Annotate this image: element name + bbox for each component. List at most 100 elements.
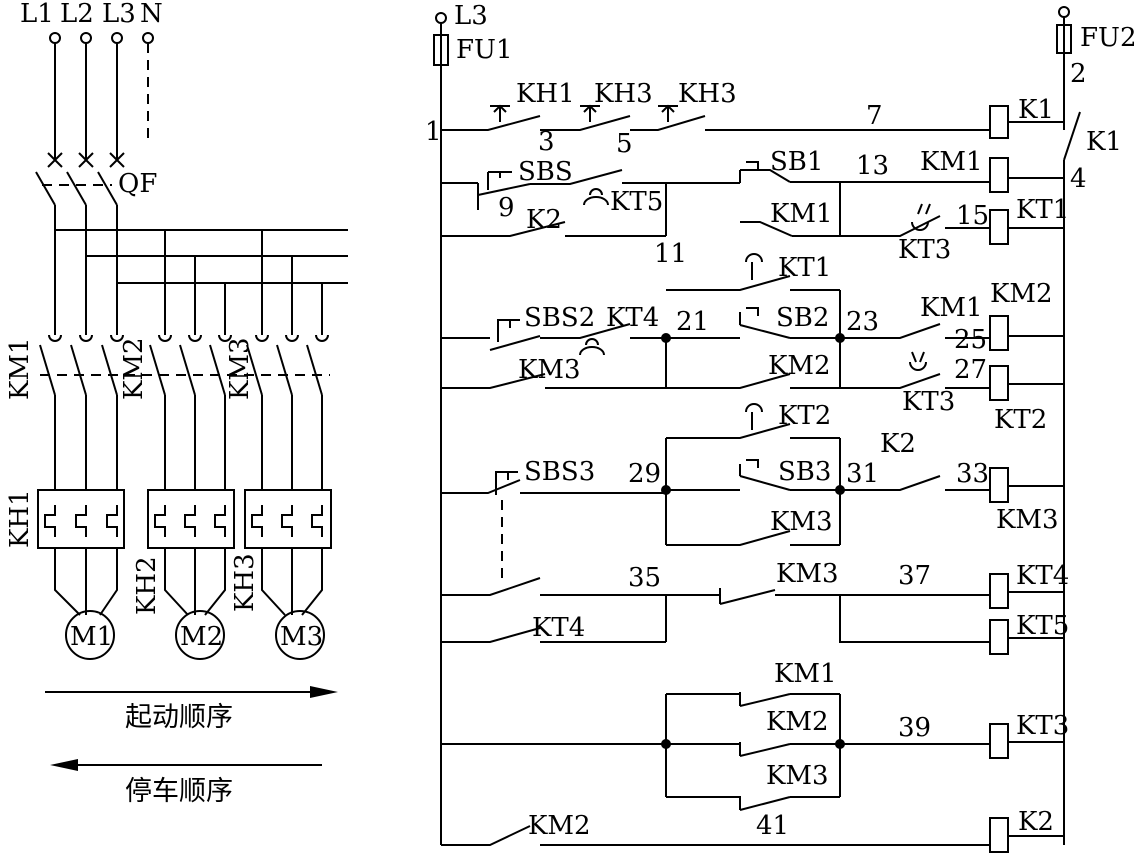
sb1-label: SB1 <box>770 147 823 177</box>
kh1-label: KH1 <box>5 489 35 548</box>
motor-m3: M3 <box>275 610 325 660</box>
rung-5: 35 KM3 37 KT4 KT4 KT5 <box>441 559 1069 655</box>
node-35: 35 <box>628 563 661 593</box>
km2-coil-label: KM2 <box>990 279 1053 309</box>
rung-2: SBS 9 K2 KT5 11 SB1 13 KM1 KM1 KT3 15 KT… <box>441 147 1069 269</box>
node-29: 29 <box>628 459 661 489</box>
phase-label-l1: L1 <box>20 0 54 29</box>
node-15: 15 <box>956 201 989 231</box>
sb3-label: SB3 <box>778 457 831 487</box>
motor-m2: M2 <box>175 610 225 660</box>
node-9: 9 <box>498 193 515 223</box>
kt1-coil-label: KT1 <box>1016 195 1069 225</box>
motor-m1: M1 <box>65 610 115 660</box>
km1-aux-label-c: KM1 <box>774 659 837 689</box>
node-39: 39 <box>898 713 931 743</box>
control-circuit: L3 FU1 FU2 1 2 K1 4 KH1 KH3 KH3 3 <box>425 1 1136 853</box>
km2-main-contacts: KM2 <box>119 334 232 400</box>
kh3-overload: KH3 <box>230 489 332 612</box>
rung-6: KM1 KM2 KM3 39 KT3 41 <box>441 659 1069 841</box>
km2-aux-label-c: KM2 <box>528 811 591 841</box>
km2-aux-label-b: KM2 <box>766 707 829 737</box>
coil-kt3 <box>989 723 1009 759</box>
kt4-coil-label: KT4 <box>1016 561 1069 591</box>
node-13: 13 <box>856 151 889 181</box>
node-7: 7 <box>866 101 883 131</box>
kt1-contact-label: KT1 <box>778 253 831 283</box>
k2-coil-label: K2 <box>1018 807 1054 837</box>
node-23: 23 <box>846 307 879 337</box>
km3-main-contacts: KM3 <box>225 334 329 400</box>
k1-rail-label: K1 <box>1086 127 1122 157</box>
main-circuit: L1 L2 L3 N QF <box>5 0 348 807</box>
node-11: 11 <box>654 239 687 269</box>
km1-aux-label-b: KM1 <box>920 293 983 323</box>
coil-km2 <box>989 315 1009 351</box>
stop-arrow-icon <box>50 759 78 771</box>
node-1: 1 <box>425 117 442 147</box>
coil-kt4 <box>989 573 1009 609</box>
k1-coil-label: K1 <box>1018 95 1054 125</box>
stop-order-label: 停车顺序 <box>125 776 233 807</box>
coil-k1 <box>989 105 1009 139</box>
kh1-contact-label: KH1 <box>516 79 575 109</box>
node-2: 2 <box>1070 59 1087 89</box>
kt3-contact-label-a: KT3 <box>898 235 951 265</box>
kh3-contact-label-b: KH3 <box>678 79 737 109</box>
phase-label-l3: L3 <box>102 0 136 29</box>
kt5-coil-label: KT5 <box>1016 611 1069 641</box>
node-21: 21 <box>676 307 709 337</box>
node-5: 5 <box>616 129 633 159</box>
phase-label-l2: L2 <box>60 0 94 29</box>
kh3-contact-label-a: KH3 <box>594 79 653 109</box>
start-order-label: 起动顺序 <box>125 702 233 733</box>
kt2-coil-label: KT2 <box>994 405 1047 435</box>
coil-k2 <box>989 817 1009 853</box>
k2-contact-label: K2 <box>526 205 562 235</box>
m3-label: M3 <box>280 622 323 652</box>
rung-4: SBS3 29 KT2 SB3 KM3 31 K2 33 KM3 <box>441 401 1064 585</box>
coil-kt5 <box>989 619 1009 655</box>
kt5-contact-label: KT5 <box>610 187 663 217</box>
km3-aux-label-b: KM3 <box>770 507 833 537</box>
sbs-label: SBS <box>518 157 573 187</box>
kt2-contact-label: KT2 <box>778 401 831 431</box>
node-37: 37 <box>898 561 931 591</box>
node-4: 4 <box>1070 164 1087 194</box>
node-31: 31 <box>846 459 879 489</box>
km3-aux-label-c: KM3 <box>776 559 839 589</box>
node-3: 3 <box>538 127 555 157</box>
node-25: 25 <box>954 325 987 355</box>
m2-label: M2 <box>180 622 223 652</box>
fuse2-label: FU2 <box>1080 23 1136 53</box>
km1-aux-label-a: KM1 <box>770 199 833 229</box>
sbs3-label: SBS3 <box>524 457 595 487</box>
kt4-aux-label: KT4 <box>532 613 585 643</box>
kt4-contact-label: KT4 <box>606 303 659 333</box>
fuse1-label: FU1 <box>456 35 513 65</box>
km1-label: KM1 <box>5 337 35 400</box>
km1-coil-label: KM1 <box>920 147 983 177</box>
node-27: 27 <box>954 355 987 385</box>
node-33: 33 <box>956 459 989 489</box>
sb2-label: SB2 <box>776 303 829 333</box>
km3-label: KM3 <box>225 337 255 400</box>
coil-kt1 <box>989 209 1009 245</box>
km2-label: KM2 <box>119 337 149 400</box>
coil-km3 <box>989 467 1009 503</box>
start-arrow-icon <box>310 686 338 698</box>
kh2-label: KH2 <box>132 556 162 615</box>
km3-aux-label-a: KM3 <box>518 355 581 385</box>
m1-label: M1 <box>70 622 113 652</box>
km3-coil-label: KM3 <box>996 505 1059 535</box>
sbs2-label: SBS2 <box>524 303 595 333</box>
supply-label: L3 <box>454 1 488 31</box>
rung-3: SBS2 KT4 KM3 21 KT1 SB2 KM2 23 KM1 25 KM… <box>441 253 1064 435</box>
breaker-label: QF <box>118 169 157 199</box>
coil-km1 <box>989 157 1009 193</box>
phase-label-n: N <box>140 0 163 29</box>
kh2-overload: KH2 <box>132 489 235 615</box>
km3-aux-label-d: KM3 <box>766 761 829 791</box>
kt3-coil-label: KT3 <box>1016 711 1069 741</box>
